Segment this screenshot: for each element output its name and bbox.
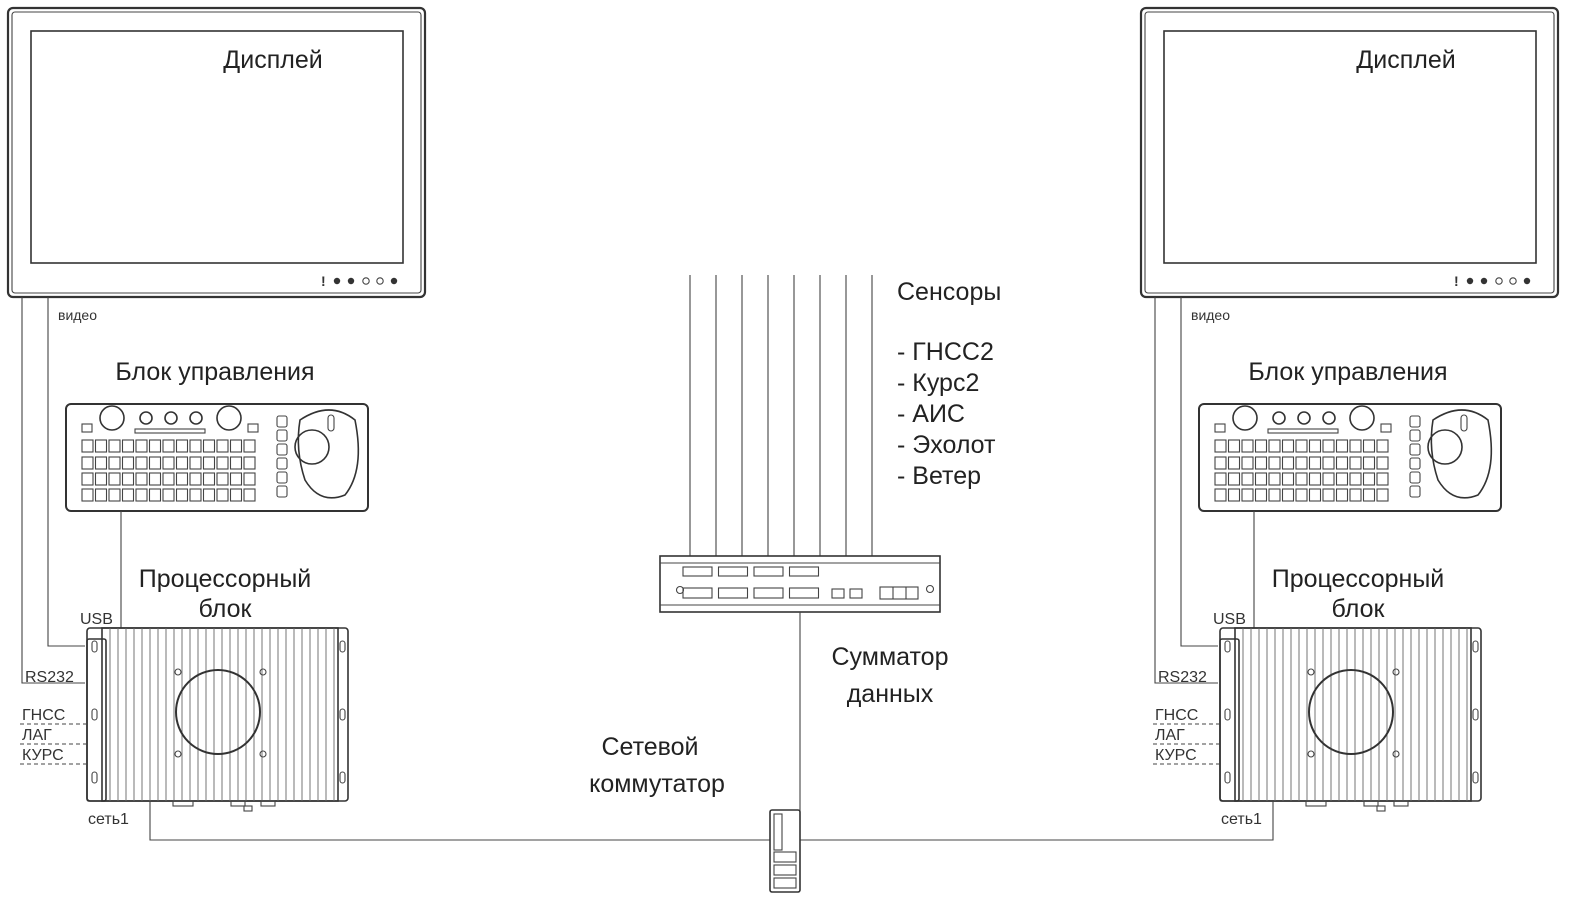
processor-label-line2: блок xyxy=(1332,595,1386,623)
processor-label-line1: Процессорный xyxy=(139,565,312,593)
sensor-input-dashed-lines xyxy=(1153,723,1219,765)
sensor-item: - ГНСС2 xyxy=(897,338,994,366)
processor-label-line1: Процессорный xyxy=(1272,565,1445,593)
rs232-label: RS232 xyxy=(1158,669,1207,686)
kurs-input-label: КУРС xyxy=(22,747,64,764)
sensor-lines xyxy=(689,275,873,556)
switch-label-line1: Сетевой xyxy=(601,733,698,761)
processor-unit xyxy=(1219,627,1482,812)
display-wires xyxy=(1154,297,1218,684)
summator-label-line1: Сумматор xyxy=(832,643,949,671)
summator-label-line2: данных xyxy=(847,680,934,708)
usb-label: USB xyxy=(80,611,113,628)
display: Дисплей ! xyxy=(1139,6,1560,299)
display-buttons-icon xyxy=(1466,277,1531,285)
data-summator xyxy=(659,555,941,613)
display-buttons-icon xyxy=(333,277,398,285)
video-label: видео xyxy=(58,307,97,323)
sensor-item: - АИС xyxy=(897,400,965,428)
rs232-label: RS232 xyxy=(25,669,74,686)
sensor-input-dashed-lines xyxy=(20,723,86,765)
processor-unit xyxy=(86,627,349,812)
sensors-title: Сенсоры xyxy=(897,278,1001,306)
network-port-label: сеть1 xyxy=(88,811,129,828)
control-unit-keyboard xyxy=(1198,403,1502,512)
network-switch xyxy=(769,809,801,893)
gnss-input-label: ГНСС xyxy=(1155,707,1198,724)
sensor-item: - Эхолот xyxy=(897,431,996,459)
display-indicator-icon: ! xyxy=(1454,273,1459,289)
processor-label-line2: блок xyxy=(199,595,253,623)
kurs-input-label: КУРС xyxy=(1155,747,1197,764)
sensors-list: - ГНСС2 - Курс2 - АИС - Эхолот - Ветер xyxy=(897,338,996,490)
network-cable-right xyxy=(800,801,1274,841)
gnss-input-label: ГНСС xyxy=(22,707,65,724)
lag-input-label: ЛАГ xyxy=(22,727,52,744)
display-wires xyxy=(21,297,85,684)
sensor-item: - Ветер xyxy=(897,462,981,490)
lag-input-label: ЛАГ xyxy=(1155,727,1185,744)
station: Дисплей ! видео Блок управления xyxy=(6,6,427,828)
control-unit-keyboard xyxy=(65,403,369,512)
station: Дисплей ! видео Блок управления xyxy=(1139,6,1560,828)
switch-label-line2: коммутатор xyxy=(589,770,725,798)
usb-label: USB xyxy=(1213,611,1246,628)
network-port-label: сеть1 xyxy=(1221,811,1262,828)
display: Дисплей ! xyxy=(6,6,427,299)
control-unit-label: Блок управления xyxy=(115,358,314,386)
sensor-item: - Курс2 xyxy=(897,369,979,397)
control-unit-label: Блок управления xyxy=(1248,358,1447,386)
display-label: Дисплей xyxy=(1356,46,1455,74)
network-cable-left xyxy=(149,801,770,841)
display-indicator-icon: ! xyxy=(321,273,326,289)
display-label: Дисплей xyxy=(223,46,322,74)
video-label: видео xyxy=(1191,307,1230,323)
